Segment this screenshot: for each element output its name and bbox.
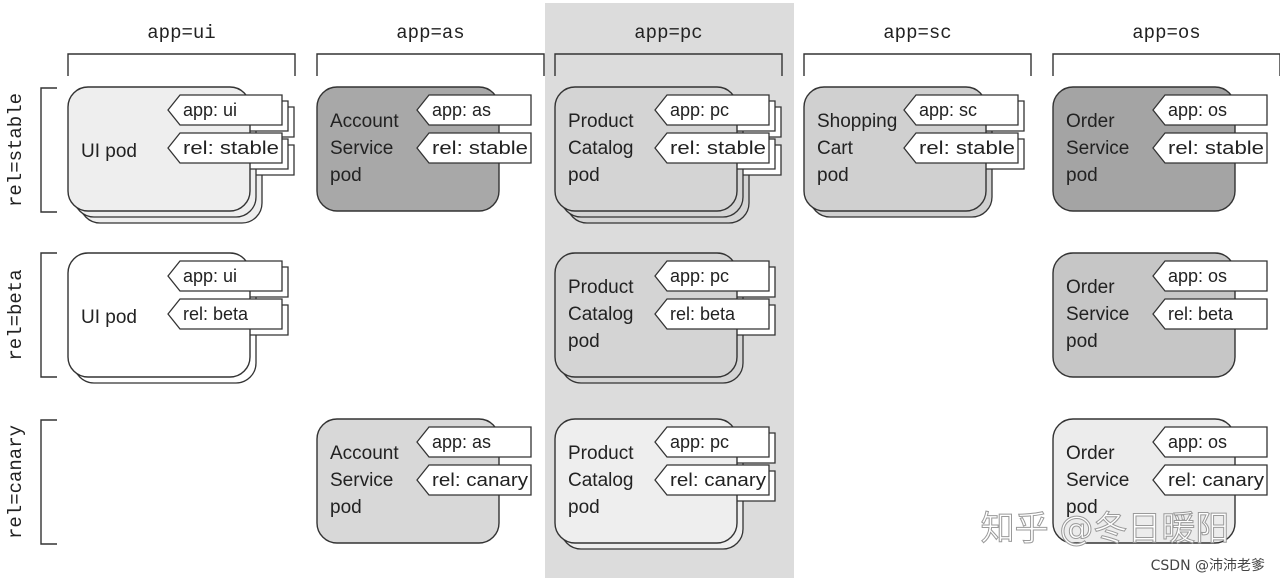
pod-name: UI pod: [81, 141, 137, 162]
app-label-tag: app: os: [1152, 426, 1268, 458]
column-label-pc: app=pc: [634, 22, 702, 44]
column-bracket-ui: [67, 53, 296, 76]
rel-label-tag: rel: canary: [1152, 464, 1268, 496]
rel-label-tag: rel: stable: [1152, 132, 1268, 164]
rel-label-tag: rel: beta: [1152, 298, 1268, 330]
rel-label-text: rel: stable: [432, 138, 528, 158]
row-bracket-stable: [40, 87, 57, 213]
column-bracket-sc: [803, 53, 1032, 76]
app-label-text: app: as: [432, 432, 491, 452]
app-label-tag: app: sc: [903, 94, 1019, 126]
app-label-text: app: ui: [183, 266, 237, 286]
app-label-tag: app: ui: [167, 260, 283, 292]
row-label-beta: rel=beta: [5, 269, 27, 360]
rel-label-text: rel: stable: [1168, 138, 1264, 158]
column-bracket-as: [316, 53, 545, 76]
pod-name: UI pod: [81, 307, 137, 328]
app-label-text: app: as: [432, 100, 491, 120]
column-label-os: app=os: [1132, 22, 1200, 44]
row-bracket-beta: [40, 252, 57, 378]
rel-label-text: rel: stable: [183, 138, 279, 158]
app-label-tag: app: as: [416, 426, 532, 458]
app-label-text: app: sc: [919, 100, 977, 120]
app-label-tag: app: pc: [654, 260, 770, 292]
app-label-text: app: pc: [670, 432, 729, 452]
rel-label-tag: rel: canary: [416, 464, 532, 496]
app-label-text: app: ui: [183, 100, 237, 120]
column-label-ui: app=ui: [147, 22, 215, 44]
app-label-text: app: os: [1168, 100, 1227, 120]
app-label-tag: app: as: [416, 94, 532, 126]
rel-label-text: rel: canary: [670, 470, 766, 490]
column-bracket-os: [1052, 53, 1280, 76]
rel-label-text: rel: stable: [919, 138, 1015, 158]
rel-label-tag: rel: stable: [416, 132, 532, 164]
rel-label-tag: rel: beta: [167, 298, 283, 330]
app-label-text: app: pc: [670, 100, 729, 120]
app-label-text: app: os: [1168, 432, 1227, 452]
rel-label-text: rel: stable: [670, 138, 766, 158]
rel-label-text: rel: canary: [432, 470, 528, 490]
rel-label-tag: rel: beta: [654, 298, 770, 330]
column-headers: app=ui app=as app=pc app=sc app=os: [67, 22, 1280, 76]
rel-label-tag: rel: stable: [654, 132, 770, 164]
row-bracket-canary: [40, 419, 57, 545]
row-label-stable: rel=stable: [5, 93, 27, 207]
rel-label-text: rel: beta: [183, 304, 249, 324]
watermark-csdn: CSDN @沛沛老爹: [1151, 558, 1265, 574]
column-label-sc: app=sc: [883, 22, 951, 44]
column-bracket-pc: [554, 53, 783, 76]
rel-label-tag: rel: stable: [167, 132, 283, 164]
app-label-tag: app: os: [1152, 94, 1268, 126]
rel-label-text: rel: canary: [1168, 470, 1264, 490]
rel-label-tag: rel: stable: [903, 132, 1019, 164]
app-label-text: app: os: [1168, 266, 1227, 286]
app-label-tag: app: pc: [654, 94, 770, 126]
pod-ui-stable: UI pod app: ui rel: stable: [67, 86, 295, 224]
rel-label-tag: rel: canary: [654, 464, 770, 496]
app-label-tag: app: os: [1152, 260, 1268, 292]
app-label-text: app: pc: [670, 266, 729, 286]
app-label-tag: app: ui: [167, 94, 283, 126]
pod-ui-beta: UI pod app: ui rel: beta: [67, 252, 289, 384]
rel-label-text: rel: beta: [1168, 304, 1234, 324]
column-label-as: app=as: [396, 22, 464, 44]
row-label-canary: rel=canary: [5, 425, 27, 539]
row-headers: rel=stable rel=beta rel=canary: [5, 87, 57, 545]
rel-label-text: rel: beta: [670, 304, 736, 324]
app-label-tag: app: pc: [654, 426, 770, 458]
watermark-zhihu: 知乎 @冬日暖阳: [981, 509, 1230, 549]
